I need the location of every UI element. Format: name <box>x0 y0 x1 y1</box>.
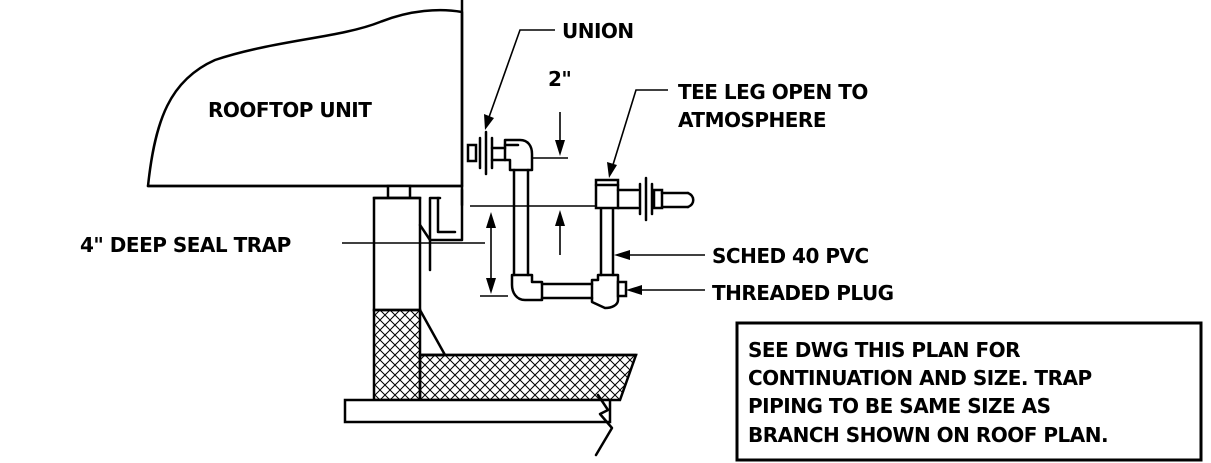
label-union: UNION <box>562 19 634 43</box>
union-leader <box>487 29 555 121</box>
roof-insulation <box>418 353 638 402</box>
label-threaded-plug: THREADED PLUG <box>712 281 894 305</box>
roof-deck <box>343 398 612 424</box>
upper-tee <box>594 178 620 210</box>
top-elbow <box>503 138 534 172</box>
union-fitting <box>466 143 478 163</box>
label-tee-leg-line1: TEE LEG OPEN TO <box>678 80 868 104</box>
curb-column <box>372 196 422 312</box>
label-deep-seal-trap: 4" DEEP SEAL TRAP <box>80 233 291 257</box>
note-line-1: SEE DWG THIS PLAN FOR <box>748 338 1020 362</box>
note-box <box>735 321 1203 462</box>
curb-cap <box>386 184 412 200</box>
bottom-elbow <box>510 273 544 302</box>
flashing-lip <box>418 223 432 272</box>
label-rooftop-unit: ROOFTOP UNIT <box>208 98 372 122</box>
note-line-3: PIPING TO BE SAME SIZE AS <box>748 394 1051 418</box>
rooftop-unit-outline <box>146 8 464 188</box>
unit-drain-bracket <box>428 188 464 242</box>
note-line-2: CONTINUATION AND SIZE. TRAP <box>748 366 1092 390</box>
cant-strip <box>418 308 447 357</box>
curb-insulation-vertical <box>372 308 422 402</box>
note-line-4: BRANCH SHOWN ON ROOF PLAN. <box>748 423 1108 447</box>
break-line <box>594 393 614 457</box>
bottom-tee <box>590 273 620 310</box>
label-sched-40-pvc: SCHED 40 PVC <box>712 244 869 268</box>
tee-leg-leader <box>611 89 668 169</box>
label-tee-leg-line2: ATMOSPHERE <box>678 108 826 132</box>
threaded-plug-fitting <box>616 280 628 298</box>
label-2in: 2" <box>548 67 571 91</box>
